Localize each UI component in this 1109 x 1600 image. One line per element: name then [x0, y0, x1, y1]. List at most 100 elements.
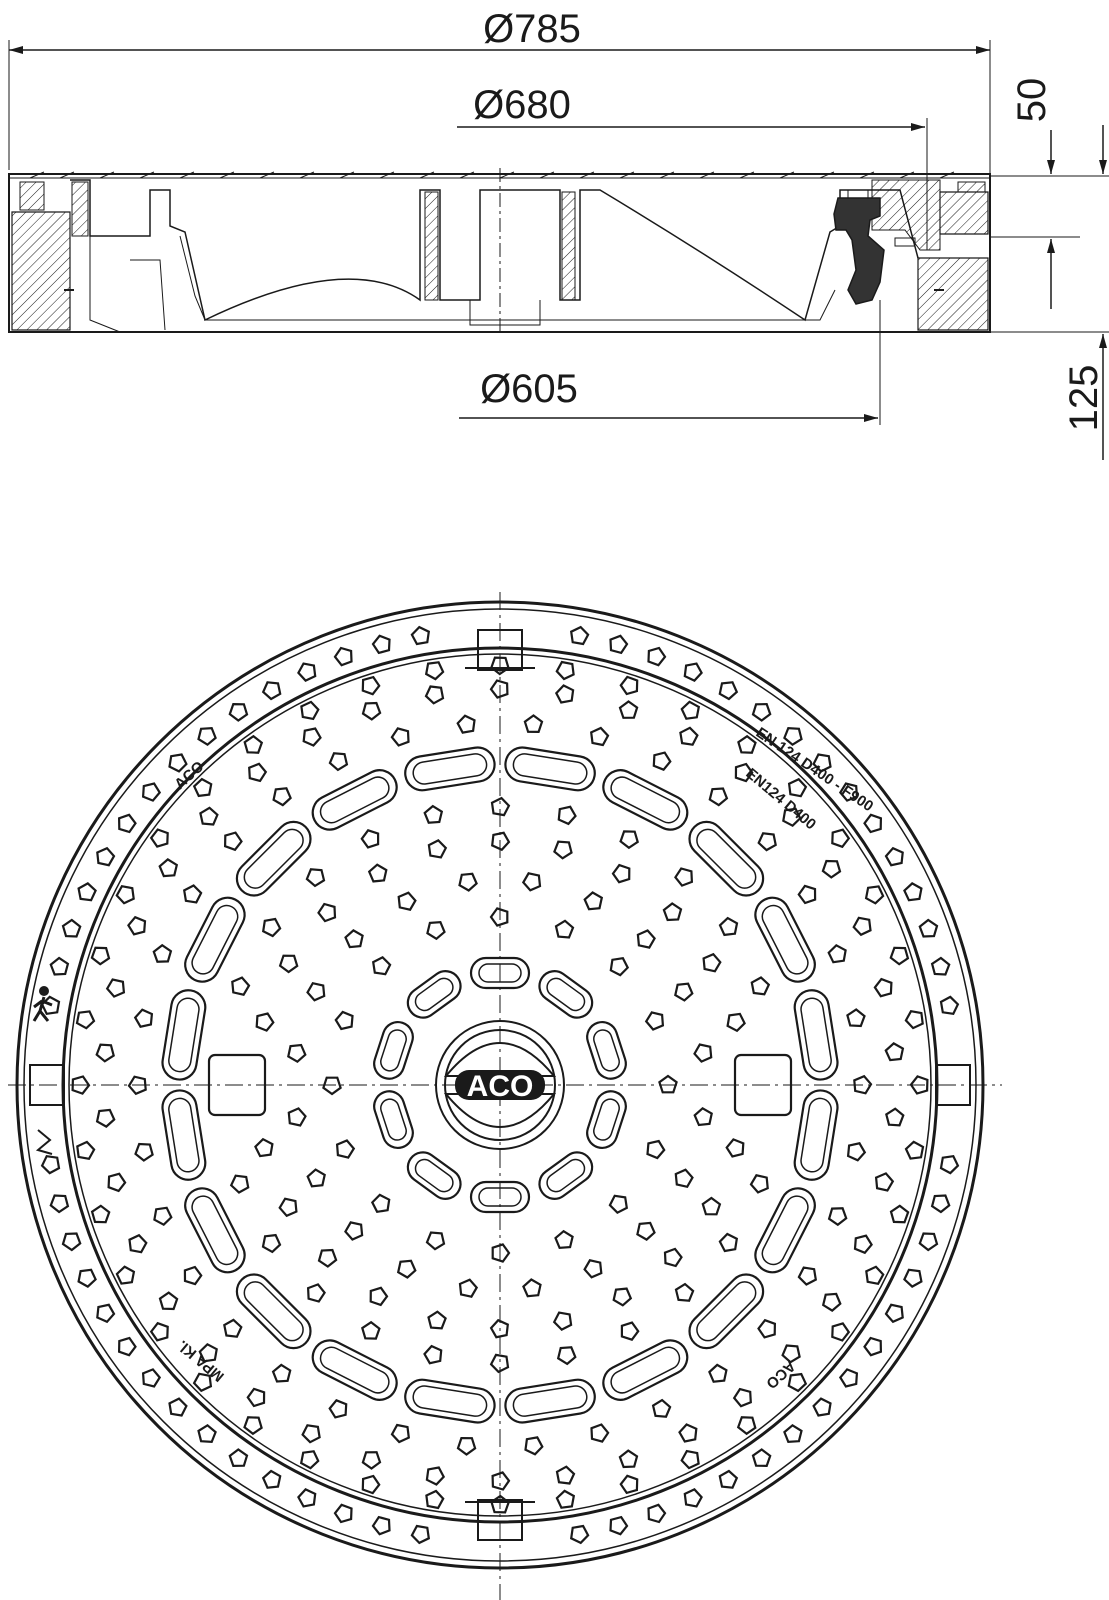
vent-hole	[272, 787, 292, 807]
vent-hole	[255, 1012, 275, 1032]
approval-marking: MPA Kl.	[175, 1337, 228, 1385]
vent-hole	[40, 995, 61, 1016]
vent-hole	[254, 1137, 274, 1158]
vent-hole	[306, 981, 326, 1002]
vent-hole	[797, 884, 817, 905]
vent-hole	[456, 714, 476, 734]
vent-hole	[636, 929, 656, 949]
vent-hole	[757, 832, 777, 852]
vent-hole	[77, 882, 97, 902]
vent-hole	[425, 1489, 445, 1510]
dim-inner-label: Ø605	[480, 367, 578, 411]
vent-hole	[423, 1344, 443, 1365]
vent-hole	[369, 1286, 389, 1307]
vent-hole	[939, 995, 960, 1016]
vent-hole	[552, 1311, 573, 1331]
vent-hole	[198, 1342, 218, 1363]
vent-hole	[930, 956, 951, 976]
vent-hole	[261, 681, 282, 701]
vent-hole	[674, 1168, 694, 1189]
vent-hole	[522, 1278, 542, 1298]
vent-hole	[90, 1204, 111, 1224]
vent-hole	[367, 863, 388, 883]
frame-left-hatch	[11, 211, 71, 331]
vent-hole	[521, 872, 542, 892]
vent-hole	[612, 1287, 633, 1307]
vent-hole	[846, 1142, 867, 1162]
vent-hole	[95, 1043, 115, 1063]
vent-hole	[662, 902, 683, 922]
vent-hole	[846, 1008, 866, 1028]
drainage-slot	[373, 1020, 414, 1080]
vent-hole	[646, 1139, 666, 1160]
vent-hole	[884, 1042, 905, 1062]
vent-hole	[812, 1397, 832, 1417]
vent-hole	[344, 1221, 364, 1241]
vent-hole	[197, 1423, 217, 1444]
vent-hole	[271, 1363, 292, 1383]
vent-hole	[918, 918, 939, 938]
vent-hole	[231, 976, 251, 996]
vent-hole	[647, 1503, 667, 1524]
drainage-slot	[469, 956, 531, 990]
vent-hole	[361, 1451, 382, 1470]
vent-hole	[361, 675, 381, 696]
lifting-pocket	[733, 1053, 793, 1117]
vent-hole	[821, 1292, 842, 1312]
vent-hole	[863, 1336, 883, 1357]
vent-hole	[674, 1282, 695, 1302]
vent-hole	[134, 1142, 154, 1162]
dim-clear-opening: Ø680	[457, 83, 928, 250]
drainage-slot	[538, 1151, 594, 1200]
vent-hole	[248, 762, 268, 783]
hinge-lugs	[29, 629, 971, 1541]
vent-hole	[199, 806, 219, 826]
vent-hole	[424, 685, 445, 705]
vent-hole	[306, 1283, 326, 1303]
vent-hole	[853, 1234, 873, 1255]
drainage-slot	[161, 1089, 207, 1181]
vent-hole	[701, 1196, 722, 1216]
center-badge: ACO	[435, 1020, 565, 1150]
vent-hole	[783, 726, 803, 747]
vent-hole	[197, 726, 217, 747]
logo-plate	[455, 1070, 545, 1100]
vent-hole	[491, 1471, 511, 1491]
vent-hole	[651, 1398, 672, 1418]
vent-hole	[718, 681, 739, 701]
vent-hole	[853, 1074, 873, 1095]
vent-hole	[96, 1303, 116, 1324]
vent-hole	[305, 868, 326, 888]
vent-hole	[344, 929, 364, 949]
drainage-slot	[688, 1273, 765, 1350]
vent-hole	[569, 625, 590, 646]
vent-hole	[141, 1368, 162, 1388]
vent-hole	[725, 1138, 745, 1158]
vent-hole	[370, 1193, 391, 1214]
vent-hole	[726, 1012, 746, 1033]
vent-hole	[168, 753, 188, 773]
drainage-slot	[602, 1339, 689, 1401]
vent-hole	[555, 660, 575, 681]
brand-marking-bottom: ACO	[762, 1357, 798, 1392]
vent-hole	[261, 1469, 282, 1489]
vent-hole	[49, 1194, 70, 1214]
vent-hole	[930, 1194, 951, 1214]
vent-hole	[663, 1247, 683, 1268]
vent-hole	[827, 1207, 848, 1227]
vent-hole	[674, 982, 694, 1002]
vent-hole	[590, 1423, 610, 1443]
drainage-slot	[311, 769, 398, 831]
vent-hole	[734, 762, 754, 783]
vent-hole	[557, 805, 577, 826]
vent-hole	[396, 1259, 417, 1279]
vent-hole	[77, 1268, 97, 1288]
drainage-slot	[793, 1089, 839, 1181]
drainage-slot	[406, 970, 462, 1019]
vent-hole	[243, 1416, 263, 1436]
vent-hole	[787, 777, 808, 798]
vent-hole	[554, 919, 575, 939]
vent-hole	[889, 1204, 910, 1224]
vent-hole	[168, 1397, 188, 1417]
